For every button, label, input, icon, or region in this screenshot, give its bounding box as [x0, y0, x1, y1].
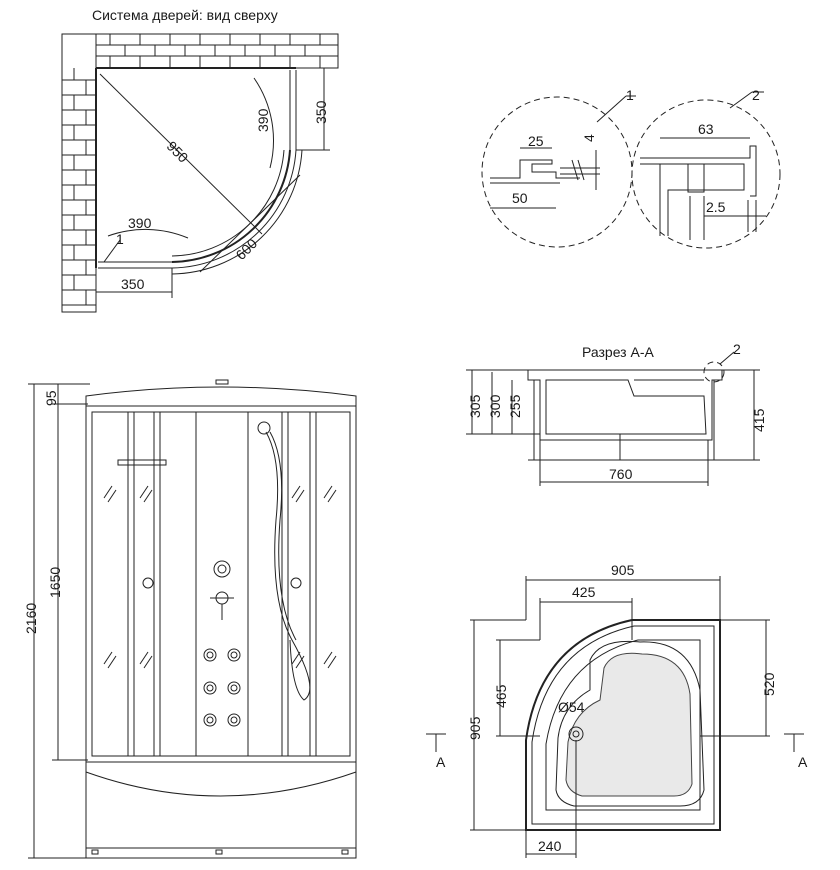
dim-300: 300 — [487, 394, 503, 418]
top-view: Система дверей: вид сверху — [61, 7, 339, 313]
front-view: 2160 95 1650 — [23, 379, 357, 859]
detail-2: 2 63 2.5 — [631, 87, 781, 249]
dim-2-5: 2.5 — [706, 199, 726, 215]
dim-255: 255 — [507, 394, 523, 418]
section-title: Разрез А-А — [582, 344, 654, 360]
dim-4: 4 — [581, 134, 597, 142]
dim-1650: 1650 — [47, 567, 63, 598]
callout-1-top: 1 — [116, 231, 124, 247]
dim-520: 520 — [761, 672, 777, 696]
dim-465: 465 — [493, 684, 509, 708]
dim-760: 760 — [609, 466, 633, 482]
detail-1: 1 25 4 50 — [481, 87, 636, 248]
dim-63: 63 — [698, 121, 714, 137]
detail-1-callout: 1 — [626, 87, 634, 103]
dim-2160: 2160 — [23, 603, 39, 634]
dim-415: 415 — [751, 408, 767, 432]
dim-425: 425 — [572, 584, 596, 600]
dim-905-left: 905 — [467, 716, 483, 740]
top-view-title: Система дверей: вид сверху — [92, 7, 278, 23]
dim-390-horizontal: 390 — [128, 215, 152, 231]
section-mark-right: A — [798, 754, 808, 770]
brick-wall-left — [61, 33, 97, 313]
cabin-plan: 950 600 390 390 350 350 1 — [95, 67, 330, 298]
dim-drain: Ø54 — [558, 699, 585, 715]
dim-905-top: 905 — [611, 562, 635, 578]
dim-240: 240 — [538, 838, 562, 854]
detail-2-callout: 2 — [752, 87, 760, 103]
dim-950: 950 — [164, 138, 192, 166]
dim-25: 25 — [528, 133, 544, 149]
dim-600: 600 — [232, 235, 260, 263]
dim-50: 50 — [512, 190, 528, 206]
dim-350-vertical: 350 — [313, 100, 329, 124]
tray-plan: Ø54 905 425 905 465 520 240 A — [426, 562, 808, 858]
section-mark-left: A — [436, 754, 446, 770]
dim-350-horizontal: 350 — [121, 276, 145, 292]
section-a-a: Разрез А-А 2 305 300 255 415 — [466, 341, 767, 486]
section-callout-2: 2 — [733, 341, 741, 357]
dim-390-vertical: 390 — [255, 108, 271, 132]
dim-95: 95 — [43, 390, 59, 406]
dim-305: 305 — [467, 394, 483, 418]
brick-wall-top — [61, 33, 339, 69]
